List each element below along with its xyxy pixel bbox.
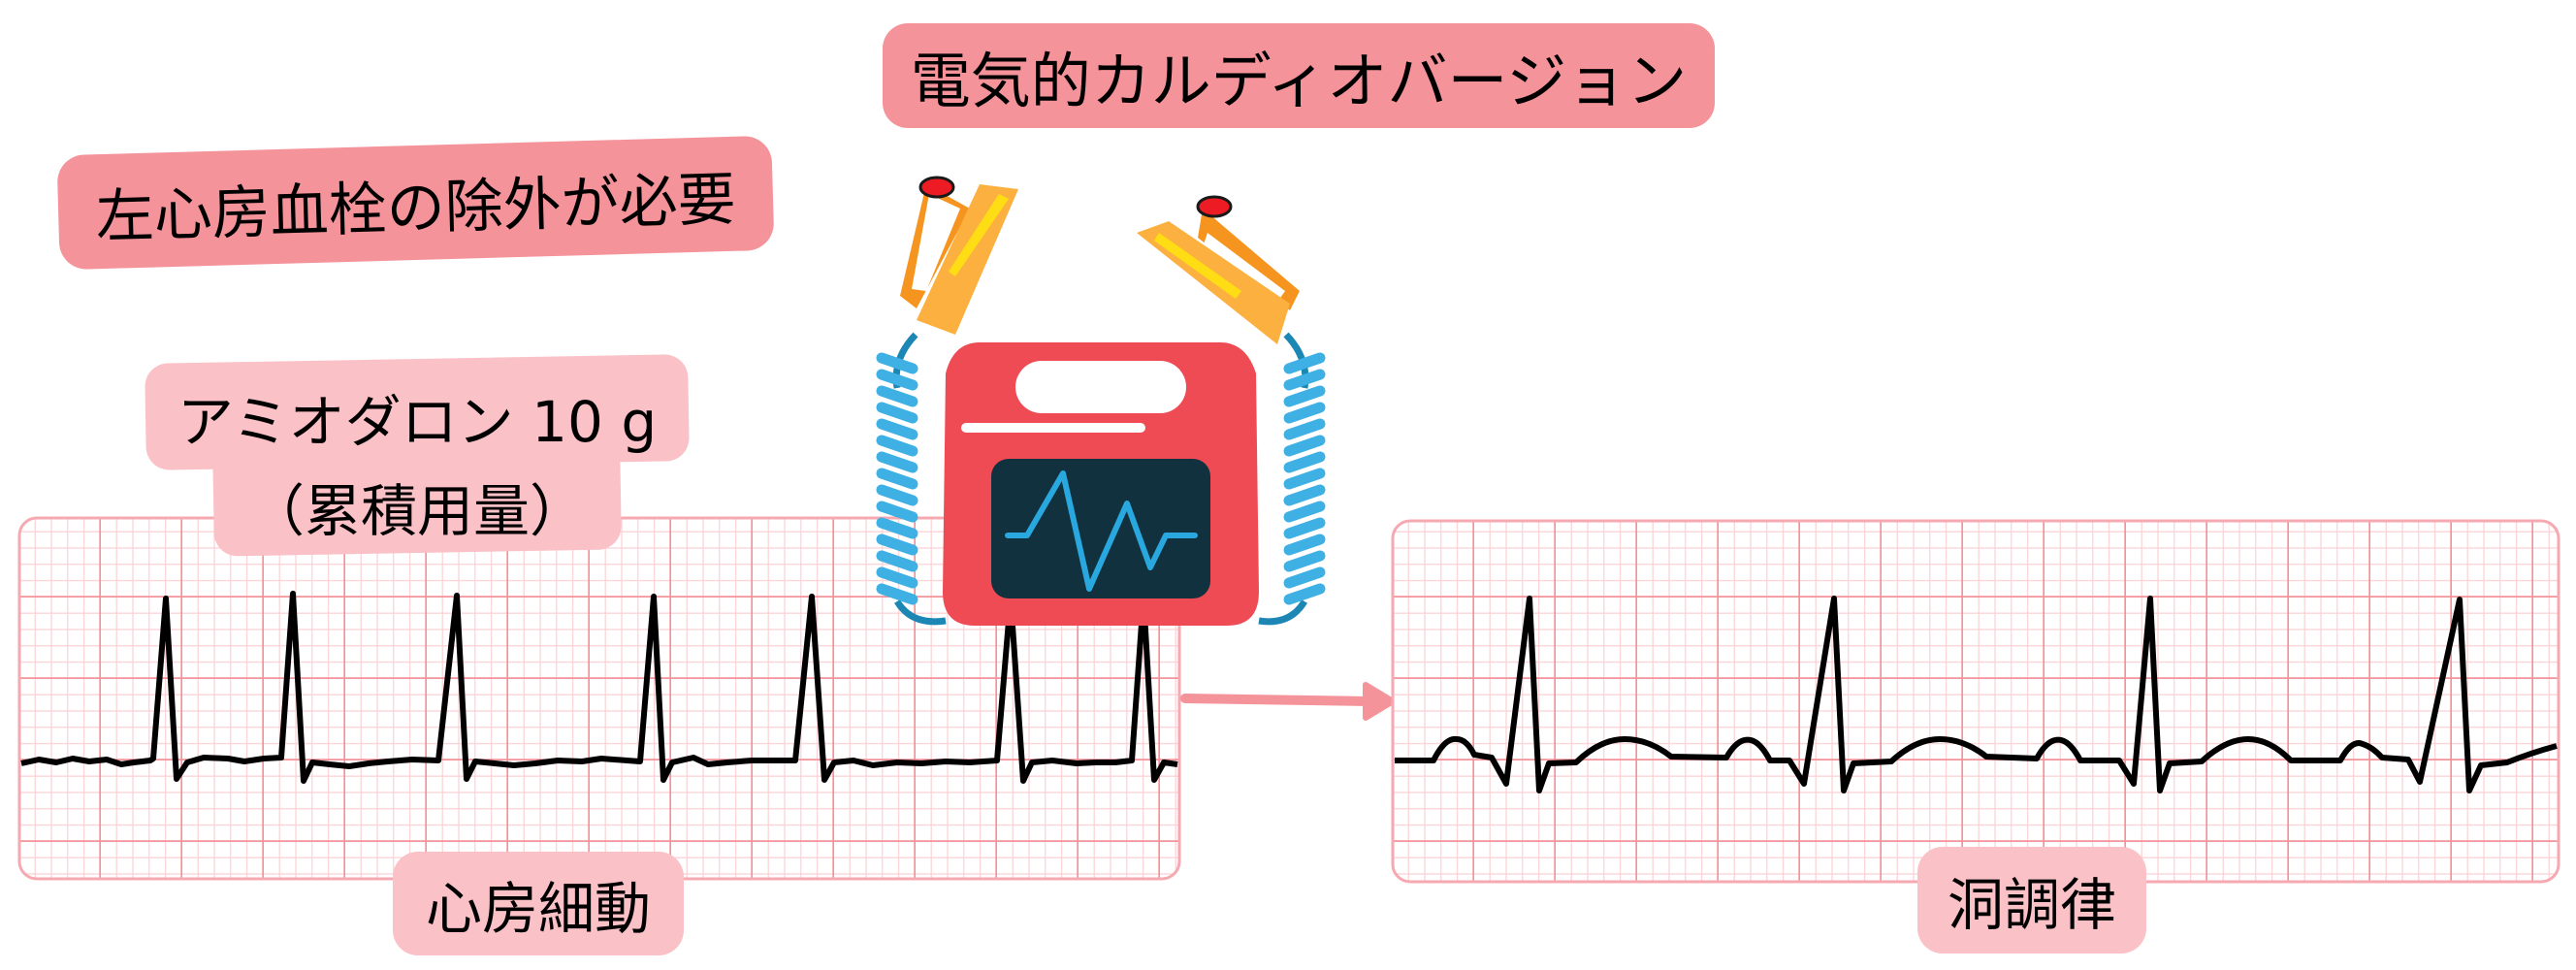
amiodarone-dose-note: （累積用量） xyxy=(247,478,586,544)
rhythm-label-after: 洞調律 xyxy=(1917,847,2146,954)
coiled-cable-left xyxy=(876,352,918,605)
requirement-label: 左心房血栓の除外が必要 xyxy=(56,135,775,271)
title-label: 電気的カルディオバージョン xyxy=(883,23,1715,128)
defibrillator-screen xyxy=(991,459,1210,598)
transition-arrow xyxy=(1180,682,1396,721)
title-text: 電気的カルディオバージョン xyxy=(910,46,1688,116)
defibrillator-icon xyxy=(876,176,1326,626)
handle-icon xyxy=(1015,361,1186,413)
ecg-trace-sinus xyxy=(1395,596,2558,793)
defibrillator-paddle-icon xyxy=(900,176,1018,335)
ecg-waveform-icon xyxy=(1005,470,1198,592)
amiodarone-dose-text: アミオダロン 10 g xyxy=(177,389,658,455)
rhythm-text-after: 洞調律 xyxy=(1947,872,2116,938)
coiled-cable-right xyxy=(1283,352,1326,605)
ecg-panel-after xyxy=(1391,519,2560,884)
requirement-text: 左心房血栓の除外が必要 xyxy=(94,165,737,251)
amiodarone-dose-label: アミオダロン 10 g （累積用量） xyxy=(145,354,690,557)
ecg-panel-before xyxy=(17,516,1181,881)
defibrillator-paddle-icon xyxy=(1137,195,1300,344)
rhythm-text-before: 心房細動 xyxy=(425,875,651,942)
rhythm-label-before: 心房細動 xyxy=(393,852,684,955)
